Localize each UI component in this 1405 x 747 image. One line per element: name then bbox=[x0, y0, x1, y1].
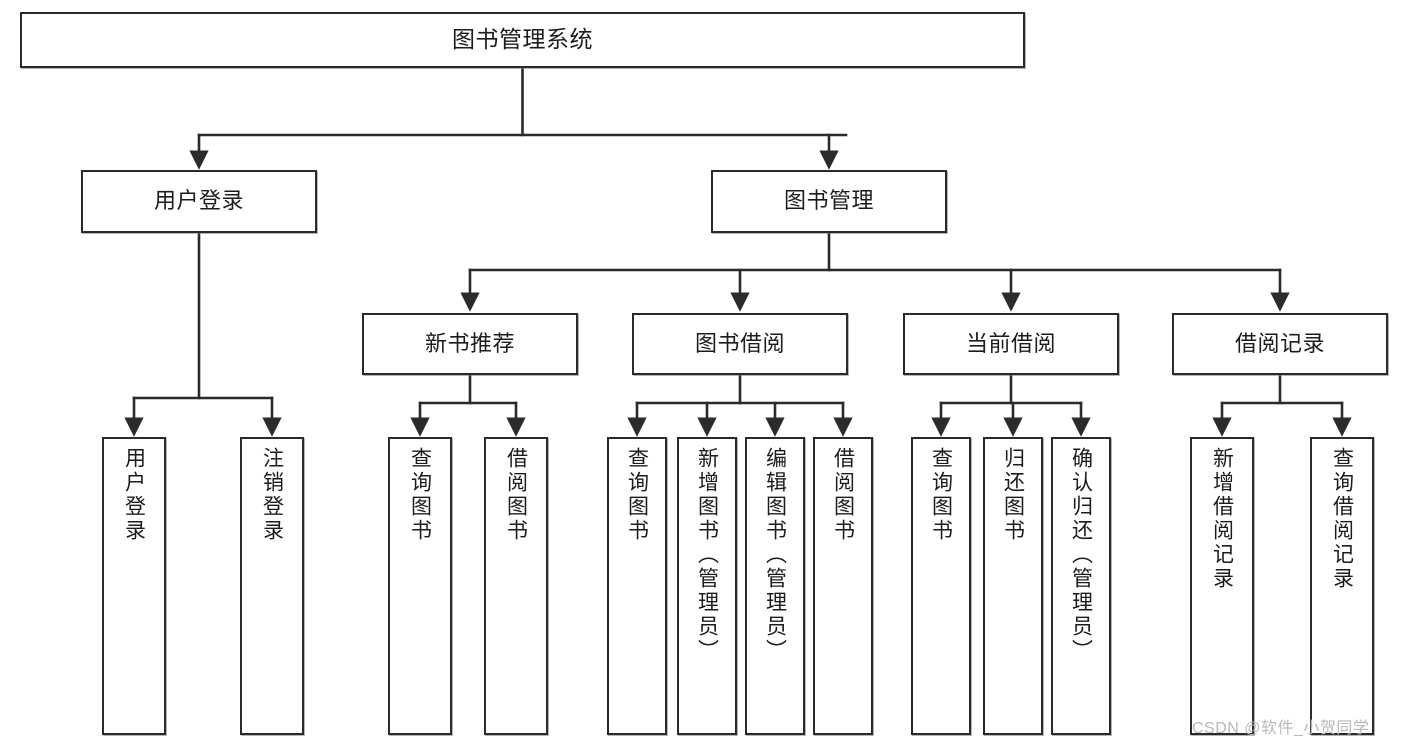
node-user-login-label: 用户登录 bbox=[153, 188, 244, 214]
node-leaf-cur-return[interactable]: 归还图书 bbox=[983, 437, 1043, 735]
node-book-manage-label: 图书管理 bbox=[783, 188, 874, 214]
node-leaf-user-logout[interactable]: 注销登录 bbox=[240, 437, 304, 735]
node-current-borrow-label: 当前借阅 bbox=[965, 330, 1056, 356]
node-borrow-record-label: 借阅记录 bbox=[1234, 330, 1325, 356]
node-leaf-cur-confirm[interactable]: 确认归还（管理员） bbox=[1051, 437, 1111, 735]
node-user-login[interactable]: 用户登录 bbox=[81, 170, 317, 233]
node-book-borrow-label: 图书借阅 bbox=[694, 330, 785, 356]
node-leaf-rec-search-label: 查询借阅记录 bbox=[1330, 447, 1354, 591]
node-leaf-rec-search[interactable]: 查询借阅记录 bbox=[1310, 437, 1374, 735]
node-root-label: 图书管理系统 bbox=[452, 26, 593, 53]
node-new-book-rec[interactable]: 新书推荐 bbox=[362, 313, 578, 375]
node-leaf-cur-query-label: 查询图书 bbox=[929, 447, 953, 543]
node-leaf-rec-add[interactable]: 新增借阅记录 bbox=[1190, 437, 1254, 735]
node-leaf-user-logout-label: 注销登录 bbox=[260, 447, 284, 543]
node-leaf-borrow-do-label: 借阅图书 bbox=[831, 447, 855, 543]
node-leaf-rec-add-label: 新增借阅记录 bbox=[1210, 447, 1234, 591]
node-leaf-borrow-query-label: 查询图书 bbox=[625, 447, 649, 543]
node-leaf-cur-confirm-label: 确认归还（管理员） bbox=[1069, 447, 1093, 663]
node-leaf-user-login[interactable]: 用户登录 bbox=[102, 437, 166, 735]
node-book-borrow[interactable]: 图书借阅 bbox=[632, 313, 848, 375]
node-root[interactable]: 图书管理系统 bbox=[20, 12, 1025, 68]
node-leaf-rec-query[interactable]: 查询图书 bbox=[388, 437, 452, 735]
node-leaf-borrow-edit-label: 编辑图书（管理员） bbox=[763, 447, 787, 663]
node-leaf-borrow-add[interactable]: 新增图书（管理员） bbox=[677, 437, 737, 735]
node-leaf-borrow-do[interactable]: 借阅图书 bbox=[813, 437, 873, 735]
node-book-manage[interactable]: 图书管理 bbox=[711, 170, 947, 233]
node-leaf-borrow-query[interactable]: 查询图书 bbox=[607, 437, 667, 735]
node-leaf-rec-query-label: 查询图书 bbox=[408, 447, 432, 543]
node-current-borrow[interactable]: 当前借阅 bbox=[903, 313, 1119, 375]
node-leaf-borrow-edit[interactable]: 编辑图书（管理员） bbox=[745, 437, 805, 735]
node-borrow-record[interactable]: 借阅记录 bbox=[1172, 313, 1388, 375]
csdn-watermark: CSDN @软件_小贺同学 bbox=[1192, 720, 1370, 737]
node-leaf-cur-return-label: 归还图书 bbox=[1001, 447, 1025, 543]
node-leaf-rec-borrow[interactable]: 借阅图书 bbox=[484, 437, 548, 735]
node-leaf-rec-borrow-label: 借阅图书 bbox=[504, 447, 528, 543]
node-leaf-cur-query[interactable]: 查询图书 bbox=[911, 437, 971, 735]
node-leaf-borrow-add-label: 新增图书（管理员） bbox=[695, 447, 719, 663]
node-new-book-rec-label: 新书推荐 bbox=[424, 330, 515, 356]
node-leaf-user-login-label: 用户登录 bbox=[122, 447, 146, 543]
